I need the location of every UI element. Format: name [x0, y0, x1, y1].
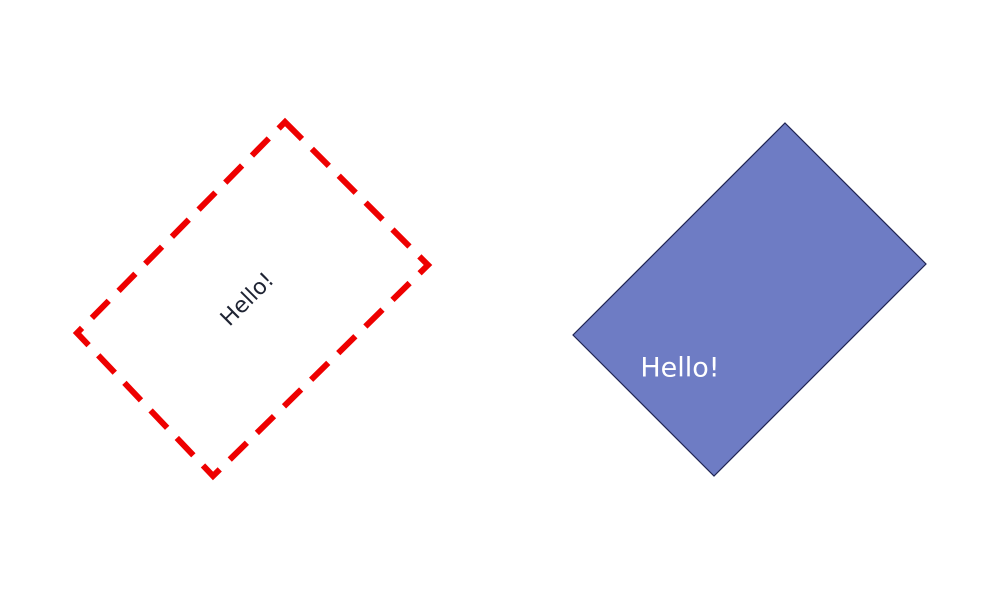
filled-rectangle-shape[interactable]: Hello! — [572, 122, 927, 477]
filled-rectangle-label: Hello! — [640, 353, 719, 384]
filled-rectangle-body — [573, 123, 926, 476]
dashed-rectangle-label: Hello! — [216, 268, 279, 331]
dashed-rectangle-shape[interactable]: Hello! — [72, 117, 433, 481]
dashed-rectangle-outline — [72, 117, 433, 481]
filled-rectangle-border — [572, 122, 927, 477]
